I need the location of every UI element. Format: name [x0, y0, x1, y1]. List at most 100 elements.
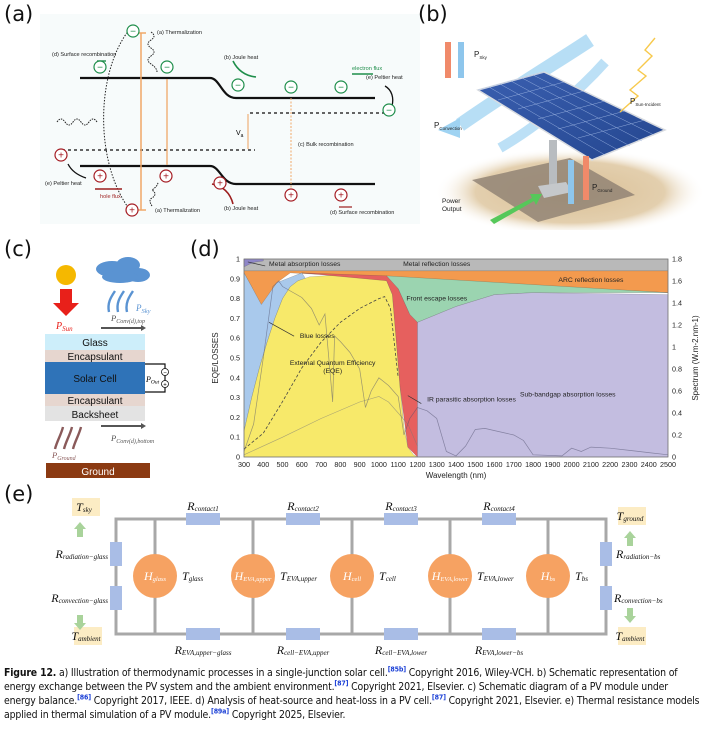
y-tick-label: 0.9	[230, 274, 240, 283]
resistor-label: REVA,lower−bs	[474, 643, 524, 657]
electron-signs: − − − − − − −	[97, 27, 392, 117]
caption-text: Copyright 2025, Elsevier.	[229, 709, 346, 721]
x-tick-label: 1900	[544, 460, 560, 469]
y-right-tick-label: 1	[672, 343, 676, 352]
layer-backsheet	[45, 406, 145, 421]
plot-area	[243, 258, 669, 458]
sunlight-wave-icon	[619, 37, 656, 113]
plus-sign: +	[97, 172, 103, 183]
panel-a-labels: (a) Thermalization (a) Thermalization (d…	[45, 30, 403, 216]
peltier-heat-label: (e) Peltier heat	[366, 75, 403, 81]
chart-annotation: ARC reflection losses	[558, 277, 624, 284]
x-tick-label: 2300	[621, 460, 637, 469]
heat-flow-down-arrow-icon	[74, 615, 86, 630]
x-tick-label: 600	[296, 460, 308, 469]
y-right-axis-label: Spectrum (W.m-2.nm-1)	[691, 315, 700, 401]
valence-band	[80, 164, 375, 186]
p-sky-label: PSky	[135, 303, 151, 315]
heat-source-label: HEVA,lower	[431, 569, 469, 583]
x-tick-label: 300	[238, 460, 250, 469]
chart-annotation: Metal reflection losses	[403, 261, 471, 268]
x-tick-label: 700	[315, 460, 327, 469]
hole-signs: + + + + + + +	[58, 151, 344, 217]
panel-a-background	[40, 14, 420, 224]
hole-markers	[54, 148, 348, 217]
heat-source-node	[231, 554, 275, 598]
sun-arrow-icon	[53, 289, 79, 316]
y-tick-label: 0.2	[230, 413, 240, 422]
chart-annotation: Sub-bandgap absorption losses	[520, 392, 616, 399]
resistor-contact-1	[186, 513, 220, 525]
conv-top-arrowhead	[141, 325, 146, 331]
reference-link[interactable]: [85b]	[387, 665, 406, 674]
y-tick-label: 1	[236, 255, 240, 264]
temp-ground	[618, 507, 646, 525]
reference-link[interactable]: [89a]	[210, 707, 229, 716]
resistor-convection-bs	[600, 586, 612, 610]
power-output-arrow	[490, 194, 542, 224]
minus-sign: −	[235, 81, 241, 92]
reference-link[interactable]: [87]	[431, 693, 446, 702]
power-output-label: Output	[442, 206, 462, 213]
positive-terminal-icon	[161, 380, 169, 388]
resistor-convection-glass	[110, 586, 122, 610]
resistor-radiation-glass	[110, 542, 122, 566]
resistor-bottom-2	[286, 628, 320, 640]
figure-number: Figure 12.	[4, 667, 57, 679]
tracker-base	[538, 182, 572, 198]
joule-heat-label: (b) Joule heat	[224, 55, 259, 61]
p-conv-top-label: PConv(d),top	[110, 313, 145, 325]
output-circuit	[145, 363, 166, 393]
panel-c-label: (c)	[4, 237, 32, 261]
caption-text: a) Illustration of thermodynamic process…	[56, 667, 388, 679]
plus-sign: +	[163, 172, 169, 183]
y-right-tick-label: 1.8	[672, 255, 682, 264]
x-axis-label: Wavelength (nm)	[426, 471, 487, 480]
voltage-label: Va	[236, 130, 244, 139]
x-tick-label: 2500	[660, 460, 676, 469]
hole-icon	[334, 188, 348, 202]
hole-icon	[54, 148, 68, 162]
series-spectrum-envelope	[243, 396, 418, 456]
x-tick-label: 1700	[506, 460, 522, 469]
p-sun-label: PSun	[55, 321, 73, 333]
node-temperature-label: Tbs	[575, 569, 588, 583]
electron-icon	[231, 78, 245, 92]
heat-source-node	[428, 554, 472, 598]
hole-flux-label: hole flux	[100, 194, 121, 200]
x-tick-label: 2200	[602, 460, 618, 469]
resistor-contact-2	[286, 513, 320, 525]
chart-annotation: Blue losses	[300, 333, 335, 340]
chart-annotation: IR parasitic absorption losses	[427, 397, 516, 404]
layer-label: Encapsulant	[67, 396, 122, 407]
output-label-bg	[147, 368, 161, 388]
y-right-tick-label: 0.6	[672, 387, 682, 396]
y-right-tick-label: 0.2	[672, 431, 682, 440]
panel-grid	[477, 71, 655, 156]
panel-a-band-diagram: Va − − − − − − −	[40, 14, 420, 224]
y-tick-label: 0.3	[230, 393, 240, 402]
hole-icon	[213, 176, 227, 190]
annotation-pointer	[407, 395, 422, 404]
x-tick-label: 1200	[409, 460, 425, 469]
convection-arrowhead	[438, 118, 460, 138]
surface-recombination-label: (d) Surface recombination	[52, 52, 116, 58]
p-ground-label: PGround	[592, 183, 613, 193]
resistor-label: Rcontact4	[482, 499, 515, 513]
conv-bottom-arrowhead	[141, 423, 146, 429]
layer-label: Backsheet	[72, 410, 119, 421]
heat-source-label: HEVA,upper	[234, 569, 272, 583]
hole-icon	[159, 169, 173, 183]
node-temperature-label: Tcell	[379, 569, 396, 583]
peltier-arrow-right	[384, 85, 394, 107]
series-eqe-dashed	[243, 296, 399, 450]
surface-recombination-label: (d) Surface recombination	[330, 210, 394, 216]
reference-link[interactable]: [87]	[334, 679, 349, 688]
sun-icon	[56, 265, 76, 285]
x-tick-label: 2000	[564, 460, 580, 469]
x-tick-label: 1400	[448, 460, 464, 469]
reference-link[interactable]: [86]	[77, 693, 91, 702]
power-output-label: Power	[442, 198, 461, 205]
y-tick-label: 0.5	[230, 354, 240, 363]
chart-annotation: Metal absorption losses	[269, 261, 341, 268]
